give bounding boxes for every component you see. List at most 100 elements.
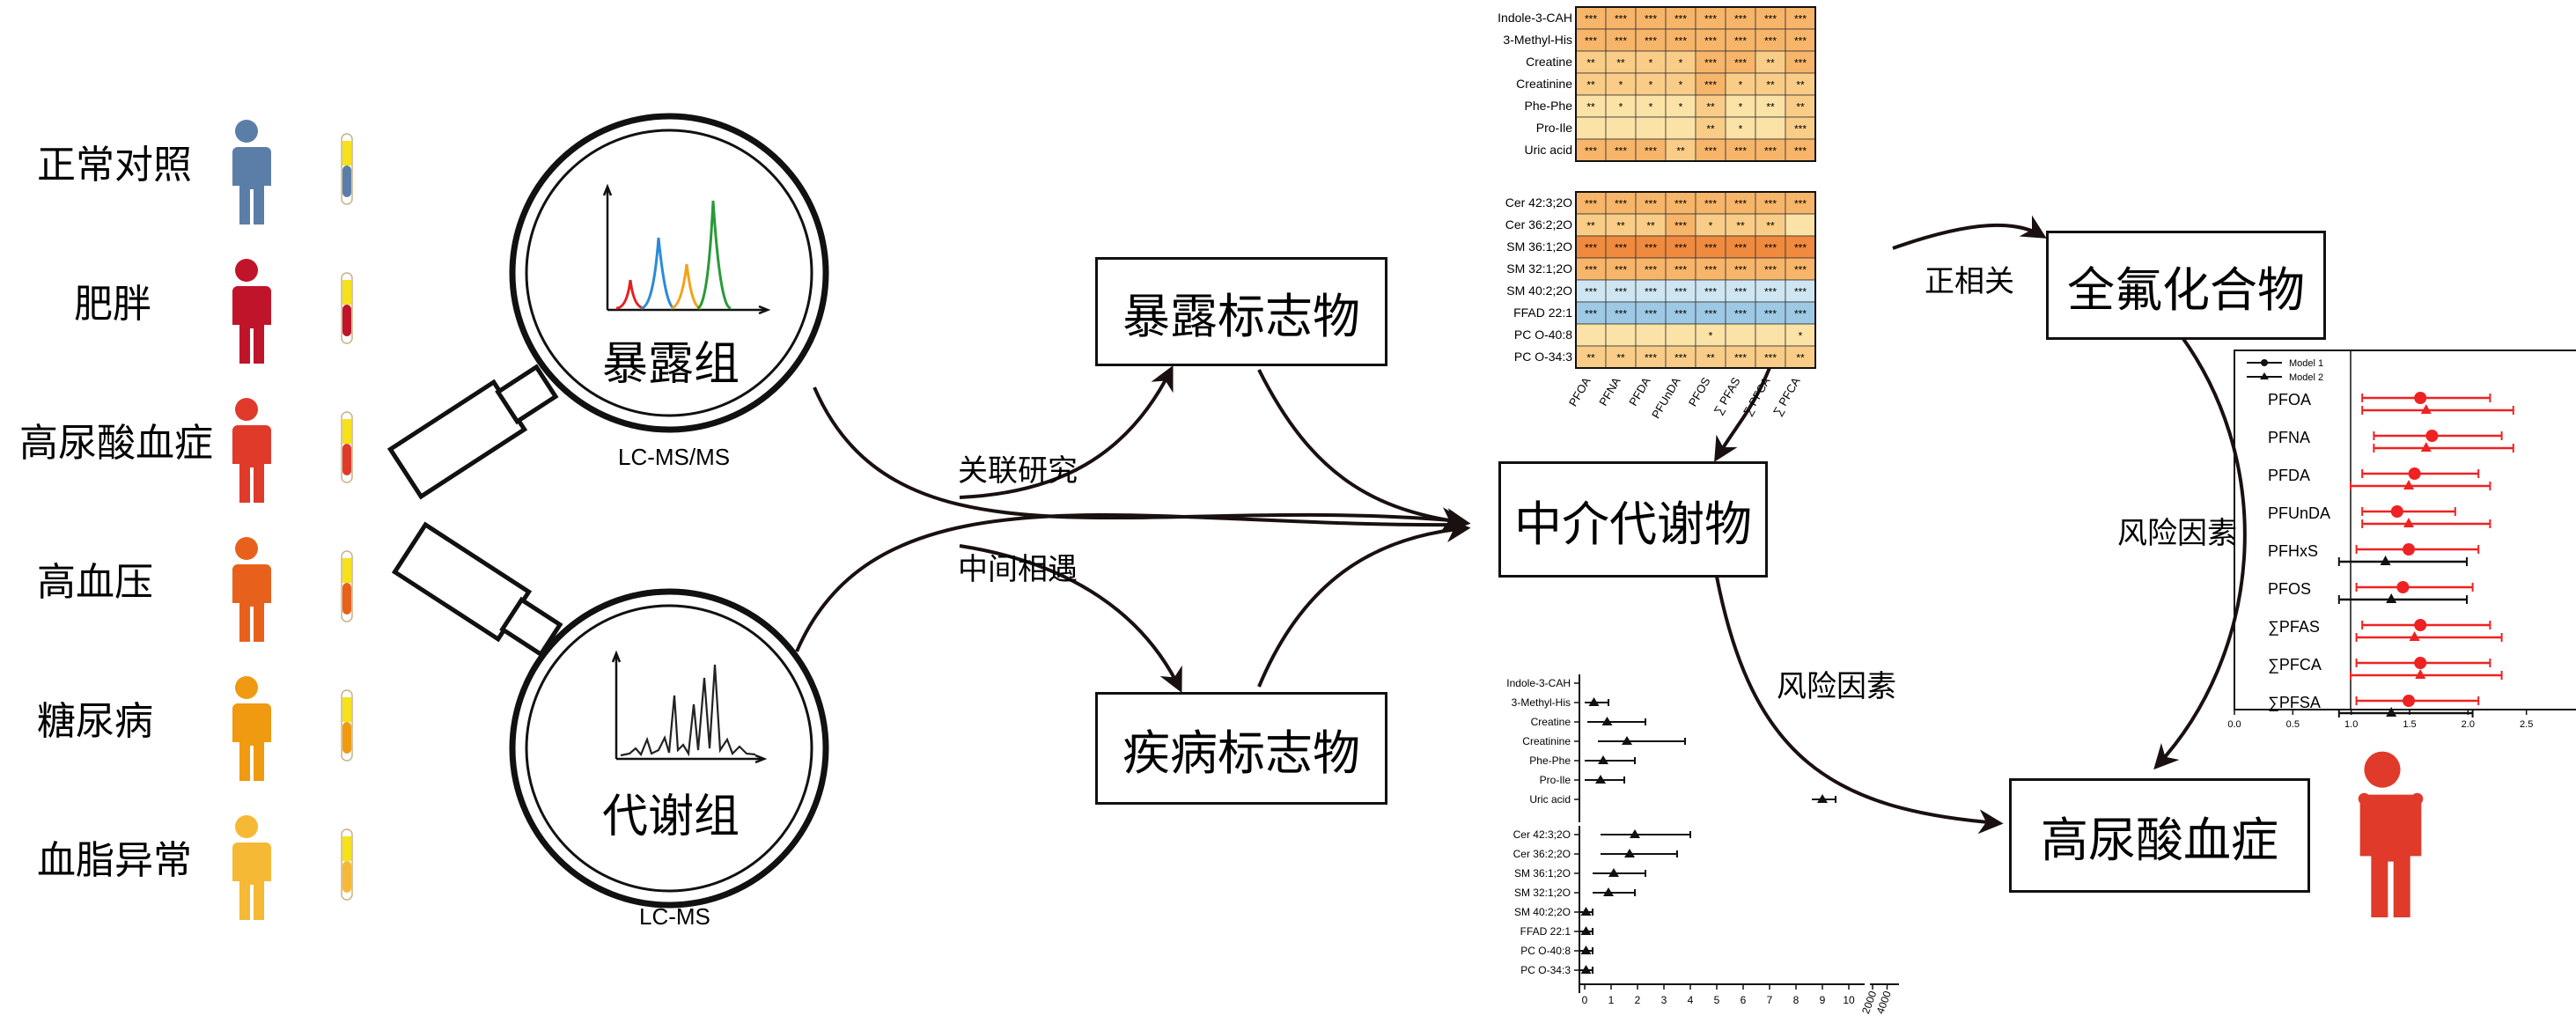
heatmap-cell — [1665, 138, 1696, 162]
heatmap-cell-label: *** — [1764, 264, 1777, 276]
forest-left-tick-label: 4 — [1688, 994, 1694, 1006]
heatmap-cell-label: *** — [1794, 35, 1807, 48]
heatmap-cell-label: *** — [1734, 35, 1747, 48]
forest-row-label: FFAD 22:1 — [1520, 925, 1571, 938]
heatmap-cell — [1725, 257, 1756, 281]
forest-right-tick-label: 2.0 — [2462, 719, 2475, 730]
forest-point — [1580, 965, 1592, 974]
heatmap-cell — [1575, 72, 1607, 96]
heatmap-cell — [1605, 257, 1637, 281]
heatmap-cell — [1635, 116, 1667, 140]
heatmap-cell-label: ** — [1616, 220, 1625, 232]
heatmap-cell — [1695, 235, 1726, 259]
heatmap-cell — [1725, 50, 1756, 74]
heatmap-cell — [1755, 28, 1786, 52]
heatmap-cell-label: * — [1739, 101, 1743, 114]
exposome-method-label: LC-MS/MS — [618, 444, 731, 470]
heatmap-cell — [1785, 213, 1816, 237]
heatmap-cell — [1665, 50, 1696, 74]
heatmap-cell-label: ** — [1616, 352, 1625, 364]
forest-point — [1580, 926, 1592, 935]
heatmap-row-label: Creatinine — [1516, 77, 1572, 91]
heatmap-cell-label: *** — [1615, 13, 1627, 26]
exposure-marker-box: 暴露标志物 — [1095, 257, 1387, 366]
heatmap-cell — [1665, 6, 1696, 30]
heatmap-cell-label: *** — [1794, 264, 1807, 276]
heatmap-cell — [1785, 323, 1816, 347]
heatmap-cell-label: *** — [1674, 308, 1687, 320]
heatmap-cell — [1725, 6, 1756, 30]
arrow-mediator-to-hyperuricemia — [1715, 576, 2004, 835]
forest-point-model-2 — [2380, 556, 2391, 565]
forest-point-model-1 — [2403, 543, 2415, 556]
forest-left-tick-label: 6 — [1741, 994, 1747, 1006]
forest-point-model-1 — [2408, 467, 2421, 480]
forest-row-label: Cer 36:2;2O — [1513, 848, 1571, 860]
heatmap-cell-label: ** — [1676, 145, 1685, 158]
forest-point-model-2 — [2403, 480, 2414, 489]
group-label: 高尿酸血症 — [19, 421, 213, 466]
heatmap-cell — [1695, 50, 1726, 74]
heatmap-cell — [1575, 323, 1607, 347]
heatmap-column-label: ∑ PFCA — [1770, 375, 1803, 418]
heatmap-cell-label: ** — [1586, 101, 1595, 114]
forest-row-label: Phe-Phe — [1529, 754, 1571, 767]
forest-right-tick-label: 0.5 — [2286, 719, 2300, 730]
heatmap-cell — [1665, 345, 1696, 369]
forest-row-label: SM 36:1;2O — [1514, 867, 1571, 879]
forest-row-label: Creatinine — [1522, 735, 1571, 747]
heatmap-cell-label: *** — [1734, 13, 1747, 26]
heatmap-row-label: PC O-34:3 — [1514, 350, 1572, 364]
heatmap-cell-label: ** — [1796, 101, 1805, 114]
arrow-disease-marker-to-mediator — [1257, 518, 1471, 688]
exposome-magnifier-icon — [386, 113, 829, 500]
forest-point-model-2 — [2386, 593, 2397, 603]
metabolome-label: 代谢组 — [602, 791, 740, 843]
heatmap-cell — [1635, 323, 1667, 347]
heatmap-cell — [1605, 301, 1637, 325]
heatmap-cell-label: *** — [1764, 286, 1777, 298]
forest-row-label: PC O-34:3 — [1520, 964, 1571, 976]
heatmap-cell — [1695, 191, 1726, 215]
heatmap-cell-label: *** — [1734, 198, 1747, 210]
chromatogram-trace-icon — [611, 650, 768, 764]
heatmap-row-label: Phe-Phe — [1525, 99, 1573, 113]
heatmap-cell-label: *** — [1674, 35, 1687, 48]
blood-tube-icon — [341, 272, 353, 344]
heatmap-cell-label: *** — [1704, 308, 1717, 320]
heatmap-cell-label: *** — [1585, 308, 1597, 320]
heatmap-cell-label: *** — [1645, 264, 1657, 276]
heatmap-cell-label: ** — [1766, 79, 1775, 92]
heatmap-cell — [1635, 235, 1667, 259]
heatmap-cell — [1725, 323, 1756, 347]
forest-point — [1608, 868, 1619, 877]
chromatogram-peaks-icon — [602, 183, 771, 315]
heatmap-cell-label: *** — [1764, 242, 1777, 254]
heatmap-cell-label: * — [1679, 57, 1683, 70]
heatmap-cell-label: * — [1619, 101, 1623, 114]
arrow-pfas-to-hyperuricemia — [2153, 320, 2247, 770]
heatmap-cell — [1695, 345, 1726, 369]
risk-factor-label-pfas: 风险因素 — [2117, 516, 2237, 551]
heatmap-cell — [1785, 191, 1816, 215]
heatmap-cell-label: ** — [1706, 352, 1715, 364]
heatmap-cell — [1785, 301, 1816, 325]
forest-left-tick-label: 0 — [1582, 994, 1588, 1006]
heatmap-cell — [1665, 116, 1696, 140]
legend-model-1: Model 1 — [2289, 358, 2323, 369]
forest-left-tick-label: 8 — [1793, 994, 1800, 1006]
group-label: 高血压 — [37, 560, 153, 605]
heatmap-cell — [1665, 213, 1696, 237]
blood-tube-icon — [341, 411, 353, 483]
heatmap-row-label: SM 32:1;2O — [1506, 261, 1572, 276]
heatmap-cell-label: *** — [1794, 286, 1807, 298]
forest-plot-metabolites: Indole-3-CAH3-Methyl-HisCreatineCreatini… — [1506, 674, 1899, 1016]
forest-point-model-2 — [2415, 669, 2426, 679]
heatmap-cell-label: *** — [1764, 145, 1777, 158]
association-study-label: 关联研究 — [958, 453, 1078, 489]
heatmap-cell-label: *** — [1645, 352, 1657, 364]
heatmap-cell-label: *** — [1615, 242, 1627, 254]
forest-right-tick-label: 1.5 — [2403, 719, 2416, 730]
